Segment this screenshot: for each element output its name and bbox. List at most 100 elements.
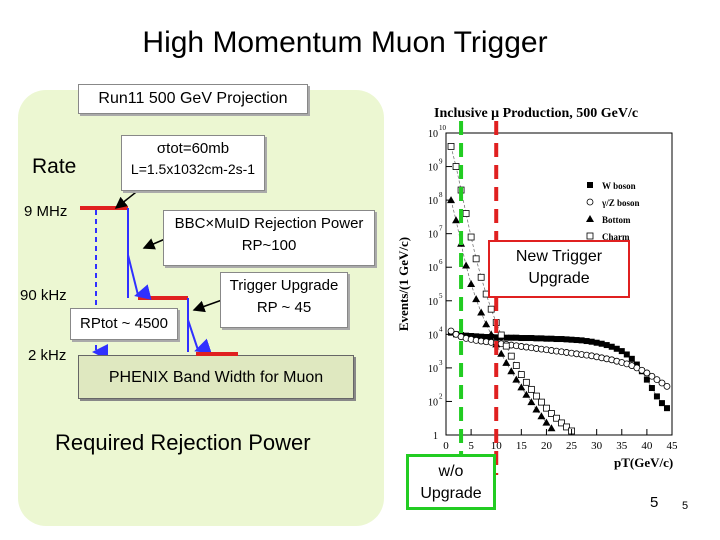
required-rejection-label: Required Rejection Power: [55, 430, 311, 455]
data-point: [452, 216, 461, 224]
data-point: [532, 392, 540, 400]
data-point: [538, 398, 545, 406]
data-point: [467, 233, 475, 241]
data-point: [452, 163, 460, 170]
data-point: [447, 143, 455, 150]
new-trigger-line2: Upgrade: [528, 270, 590, 287]
data-point: [663, 382, 671, 390]
legend-label: Charm: [602, 232, 630, 242]
data-point: [553, 414, 560, 422]
x-tick-label: 30: [591, 440, 603, 452]
data-point: [523, 335, 530, 342]
data-point: [663, 405, 670, 412]
legend-marker: [586, 198, 594, 206]
data-point: [507, 367, 516, 375]
x-tick-label: 35: [616, 440, 628, 452]
run-projection-label: Run11 500 GeV Projection: [78, 84, 308, 114]
data-point: [593, 339, 600, 346]
muon-production-chart: Inclusive μ Production, 500 GeV/cEvents/…: [396, 106, 678, 475]
data-point: [472, 255, 480, 263]
data-point: [522, 390, 531, 398]
data-point: [643, 376, 650, 383]
chart-title: Inclusive μ Production, 500 GeV/c: [434, 106, 638, 121]
data-point: [658, 379, 666, 387]
y-tick-exponent: 4: [439, 325, 443, 333]
legend-label: Bottom: [602, 215, 631, 225]
slide-title: High Momentum Muon Trigger: [142, 26, 548, 59]
data-point: [467, 280, 476, 287]
data-point: [502, 342, 510, 350]
cross-section-box: σtot=60mb L=1.5x1032cm-2s-1: [121, 135, 265, 191]
data-point: [527, 398, 536, 406]
x-tick-label: 25: [566, 440, 578, 452]
data-point: [487, 330, 496, 338]
legend-label: γ/Z boson: [601, 198, 639, 208]
data-point: [487, 305, 495, 313]
data-point: [517, 371, 525, 379]
data-point: [598, 340, 605, 347]
data-point: [573, 337, 580, 344]
y-tick-exponent: 10: [439, 124, 447, 132]
y-axis-label: Events/(1 GeV/c): [396, 237, 411, 331]
data-point: [477, 308, 486, 316]
data-point: [502, 358, 511, 366]
data-point: [497, 349, 506, 357]
arrow-trigger: [187, 319, 212, 354]
without-upgrade-box: w/o Upgrade: [406, 454, 496, 510]
level-label-90khz: 90 kHz: [20, 287, 67, 304]
data-point: [472, 295, 481, 303]
y-tick-label: 10: [428, 163, 438, 174]
x-tick-label: 40: [641, 440, 653, 452]
data-point: [528, 335, 535, 342]
y-tick-label: 10: [428, 263, 438, 274]
data-point: [553, 336, 560, 343]
data-point: [542, 418, 551, 426]
page-number-small: 5: [682, 500, 689, 512]
data-point: [628, 355, 635, 362]
y-tick-exponent: 8: [439, 191, 443, 199]
data-point: [653, 376, 661, 384]
x-tick-label: 0: [443, 440, 449, 452]
sigma-line: σtot=60mb: [156, 140, 230, 157]
y-tick-exponent: 5: [439, 292, 443, 300]
trigger-upgrade-box: Trigger Upgrade RP ~ 45: [220, 272, 348, 328]
data-point: [588, 338, 595, 345]
data-point: [578, 337, 585, 344]
data-point: [493, 334, 500, 341]
data-point: [512, 375, 521, 383]
y-tick-label: 10: [428, 196, 438, 207]
y-tick-label: 10: [428, 397, 438, 408]
data-point: [538, 335, 545, 342]
legend-label: W boson: [602, 181, 636, 191]
data-point: [623, 351, 630, 358]
data-point: [548, 335, 555, 342]
wo-line2: Upgrade: [420, 485, 482, 502]
wo-line1: w/o: [438, 463, 464, 480]
x-tick-label: 20: [541, 440, 553, 452]
y-tick-label: 10: [428, 364, 438, 375]
page-number: 5: [650, 494, 659, 511]
data-point: [563, 423, 570, 431]
data-point: [477, 273, 485, 281]
trigger-rp-line: RP ~ 45: [256, 299, 312, 316]
y-tick-label: 10: [428, 330, 438, 341]
data-point: [483, 334, 490, 341]
data-point: [643, 369, 651, 377]
data-point: [558, 419, 565, 427]
x-tick-label: 5: [468, 440, 474, 452]
data-point: [513, 334, 520, 341]
y-tick-label: 1: [433, 431, 438, 442]
data-point: [583, 338, 590, 345]
y-tick-label: 10: [428, 129, 438, 140]
rp-total-box: RPtot ~ 4500: [70, 308, 178, 340]
y-tick-exponent: 6: [439, 258, 443, 266]
data-point: [603, 342, 610, 349]
bbc-rp-line: RP~100: [241, 237, 297, 254]
data-point: [518, 335, 525, 342]
bbc-line: BBC×MuID Rejection Power: [174, 215, 364, 232]
data-point: [533, 335, 540, 342]
data-point: [503, 334, 510, 341]
phenix-bandwidth-box: PHENIX Band Width for Muon: [78, 355, 354, 399]
data-point: [462, 210, 470, 217]
data-point: [558, 336, 565, 343]
